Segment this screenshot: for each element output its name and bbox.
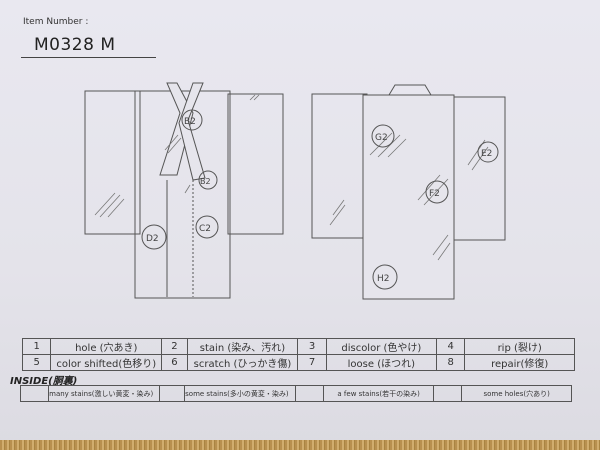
inside-checkbox[interactable] xyxy=(433,385,463,402)
svg-text:C2: C2 xyxy=(199,224,211,234)
legend-label: repair(修復) xyxy=(464,354,575,371)
damage-mark: B2 xyxy=(181,109,203,131)
legend-number: 4 xyxy=(435,338,466,355)
item-number-underline xyxy=(21,57,156,58)
item-number-value: M0328 M xyxy=(34,35,116,55)
legend-number: 3 xyxy=(297,338,327,355)
damage-mark: E2 xyxy=(477,141,499,163)
svg-text:G2: G2 xyxy=(375,133,388,143)
damage-mark: D2 xyxy=(141,224,167,250)
damage-mark: G2 xyxy=(371,124,395,148)
inside-section-title: INSIDE(胴裏) xyxy=(10,376,78,387)
inside-option-label: many stains(激しい黄変・染み) xyxy=(48,385,160,402)
legend-row: 1 hole (穴あき) 2 stain (染み、汚れ) 3 discolor … xyxy=(21,338,575,355)
damage-mark: F2 xyxy=(425,180,449,204)
inside-checkbox[interactable] xyxy=(158,385,186,402)
damage-mark: C2 xyxy=(195,215,219,239)
legend-number: 8 xyxy=(435,354,466,371)
wooden-table-surface xyxy=(0,440,600,450)
damage-legend-table: 1 hole (穴あき) 2 stain (染み、汚れ) 3 discolor … xyxy=(21,338,575,371)
item-number-label: Item Number : xyxy=(23,17,89,27)
legend-label: rip (裂け) xyxy=(464,338,575,355)
inside-checkbox[interactable] xyxy=(294,385,325,402)
svg-text:D2: D2 xyxy=(146,234,159,244)
svg-text:B2: B2 xyxy=(200,177,211,186)
inside-option-label: a few stains(若干の染み) xyxy=(323,385,435,402)
legend-number: 1 xyxy=(21,338,52,355)
svg-text:F2: F2 xyxy=(429,189,440,199)
legend-label: loose (ほつれ) xyxy=(325,354,437,371)
inside-option-label: some stains(多小の黄変・染み) xyxy=(184,385,296,402)
svg-text:E2: E2 xyxy=(481,149,492,159)
inside-option-label: some holes(穴あり) xyxy=(461,385,572,402)
kimono-back-diagram: G2 F2 E2 H2 xyxy=(311,84,506,300)
legend-number: 6 xyxy=(161,354,188,371)
legend-number: 7 xyxy=(297,354,327,371)
inside-checkbox[interactable] xyxy=(19,385,50,402)
legend-number: 2 xyxy=(161,338,188,355)
svg-text:B2: B2 xyxy=(184,117,196,127)
legend-number: 5 xyxy=(21,354,52,371)
kimono-front-diagram: B2 B2 C2 D2 xyxy=(84,82,284,299)
damage-mark: B2 xyxy=(198,170,218,190)
legend-label: discolor (色やけ) xyxy=(325,338,437,355)
damage-mark: H2 xyxy=(372,264,398,290)
inside-row: many stains(激しい黄変・染み) some stains(多小の黄変・… xyxy=(19,385,572,402)
legend-label: color shifted(色移り) xyxy=(50,354,163,371)
legend-label: scratch (ひっかき傷) xyxy=(186,354,299,371)
legend-label: hole (穴あき) xyxy=(50,338,163,355)
legend-label: stain (染み、汚れ) xyxy=(186,338,299,355)
legend-row: 5 color shifted(色移り) 6 scratch (ひっかき傷) 7… xyxy=(21,354,575,371)
inside-condition-table: many stains(激しい黄変・染み) some stains(多小の黄変・… xyxy=(19,385,572,402)
svg-text:H2: H2 xyxy=(377,274,390,284)
